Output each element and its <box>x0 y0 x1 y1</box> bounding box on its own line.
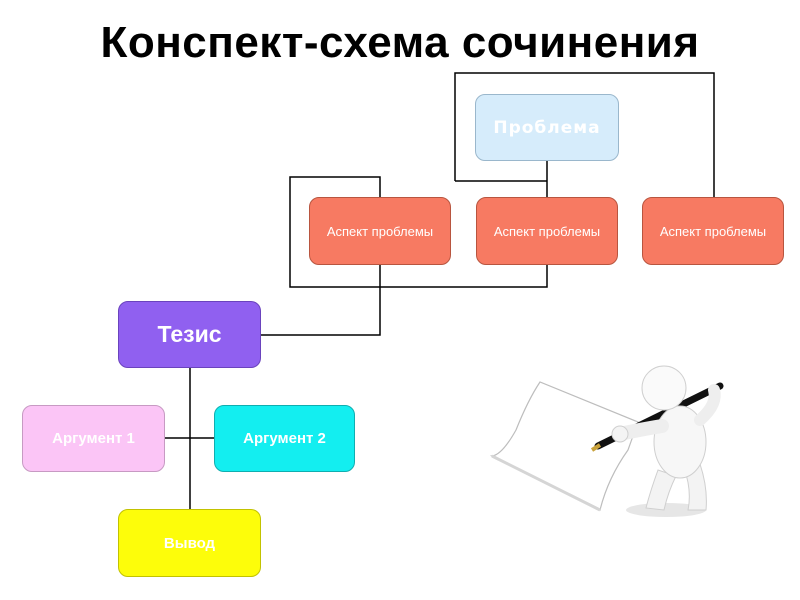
conclusion-node: Вывод <box>118 509 261 577</box>
argument-node-1: Аргумент 1 <box>22 405 165 472</box>
person-writing-with-pen-icon <box>489 365 724 517</box>
aspect-node-3: Аспект проблемы <box>642 197 784 265</box>
connector-problem-to-aspect-3 <box>454 72 715 197</box>
page-title: Конспект-схема сочинения <box>100 18 700 67</box>
argument-node-2: Аргумент 2 <box>214 405 355 472</box>
aspect-node-1: Аспект проблемы <box>309 197 451 265</box>
problem-node: Проблема <box>475 94 619 161</box>
thesis-node: Тезис <box>118 301 261 368</box>
connector-aspect-1-bracket <box>289 176 548 288</box>
aspect-node-2: Аспект проблемы <box>476 197 618 265</box>
connector-aspect-1-to-thesis <box>261 265 381 336</box>
